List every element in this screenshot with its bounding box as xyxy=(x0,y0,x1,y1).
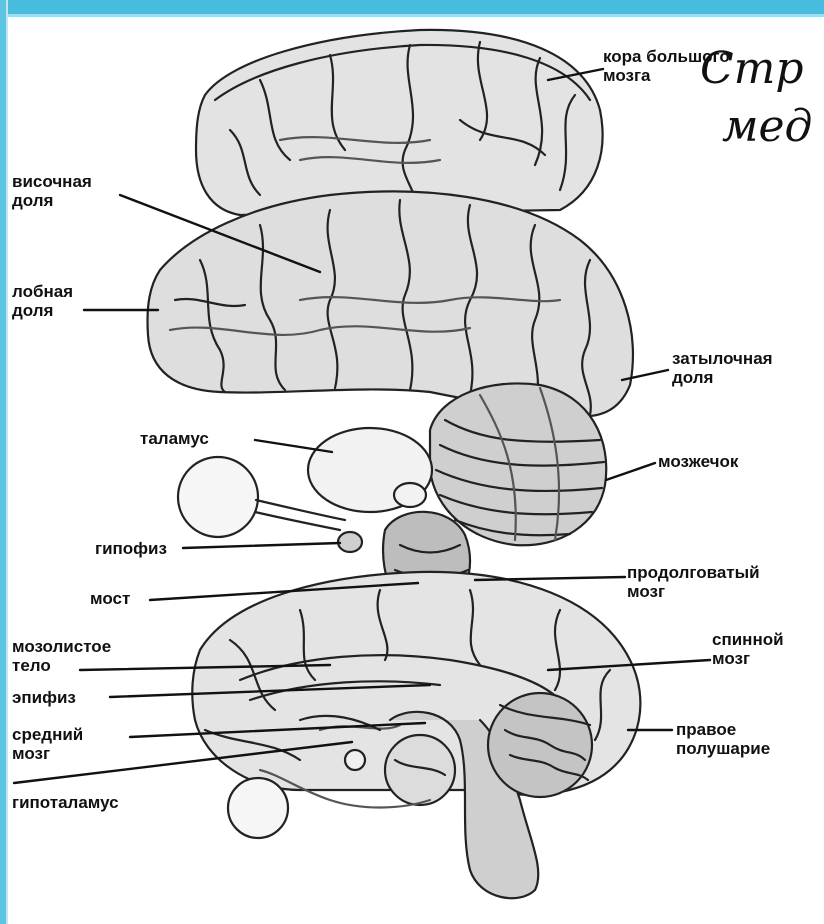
cortex-illustration xyxy=(196,30,603,215)
label-spinal-cord: спинной мозг xyxy=(712,630,784,668)
label-thalamus: таламус xyxy=(140,429,209,448)
label-temporal-lobe: височная доля xyxy=(12,172,92,210)
leader-cerebellum xyxy=(606,463,655,480)
slide-title-line-2: мед xyxy=(722,98,812,156)
leader-pituitary xyxy=(183,543,340,548)
label-hypothalamus: гипоталамус xyxy=(12,793,119,812)
label-corpus-callosum: мозолистое тело xyxy=(12,637,111,675)
label-pineal: эпифиз xyxy=(12,688,76,707)
label-midbrain: средний мозг xyxy=(12,725,83,763)
label-frontal-lobe: лобная доля xyxy=(12,282,73,320)
label-pituitary: гипофиз xyxy=(95,539,167,558)
label-occipital-lobe: затылочная доля xyxy=(672,349,773,387)
hemisphere-lateral-illustration xyxy=(148,191,633,416)
label-cerebellum: мозжечок xyxy=(658,452,738,471)
label-medulla: продолговатый мозг xyxy=(627,563,760,601)
label-cortex: кора большого мозга xyxy=(603,47,730,85)
cerebellum-illustration xyxy=(430,383,606,545)
label-pons: мост xyxy=(90,589,130,608)
label-right-hemisphere: правое полушарие xyxy=(676,720,770,758)
